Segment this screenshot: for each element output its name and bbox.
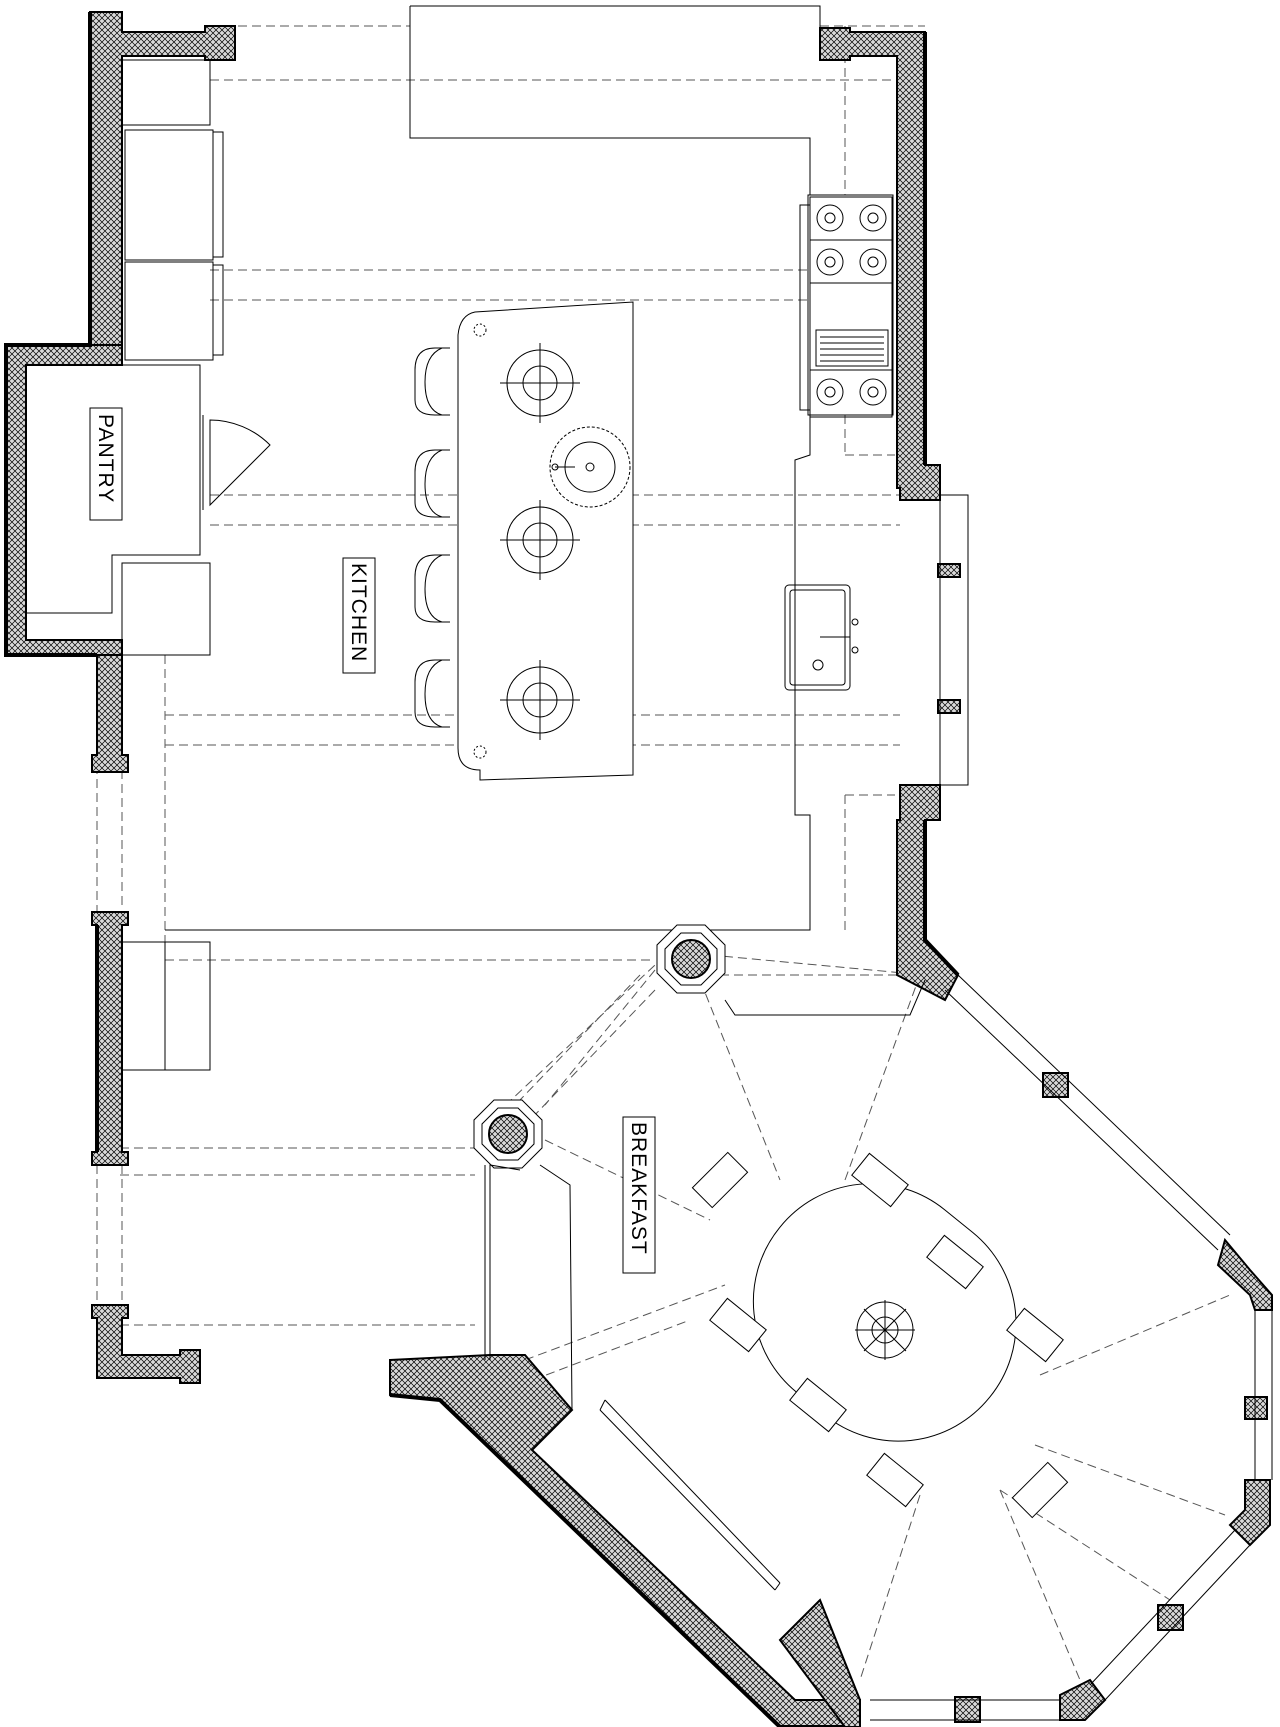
chandelier-icon xyxy=(855,1300,915,1360)
bar-stools xyxy=(414,347,450,728)
wall-east-pier-1 xyxy=(1216,1237,1273,1311)
exterior-walls xyxy=(5,11,1273,1727)
pantry-label: PANTRY xyxy=(94,414,117,503)
room-label-kitchen: KITCHEN xyxy=(342,557,376,674)
kitchen-cabinets xyxy=(26,28,894,1071)
prep-sink-icon xyxy=(549,426,631,508)
wall-south-pier-2 xyxy=(1059,1678,1107,1721)
room-label-breakfast: BREAKFAST xyxy=(622,1116,656,1274)
ceiling-beam-lines xyxy=(96,25,1231,1681)
wall-south-pier xyxy=(778,1598,861,1727)
wall-left-kitchen xyxy=(91,654,129,773)
burner-icon xyxy=(810,204,892,406)
wall-east-pier-2 xyxy=(1228,1479,1271,1547)
breakfast-label: BREAKFAST xyxy=(627,1122,650,1255)
wall-south-west xyxy=(389,1354,861,1727)
kitchen-island xyxy=(457,301,634,781)
octagonal-column-2 xyxy=(473,1099,543,1169)
window-mullions xyxy=(937,563,1268,1723)
breakfast-built-ins xyxy=(484,979,926,1591)
wall-outlines xyxy=(4,12,960,1727)
kitchen-label: KITCHEN xyxy=(347,563,370,662)
room-label-pantry: PANTRY xyxy=(89,407,123,521)
octagonal-column-1 xyxy=(656,924,726,994)
range-cooktop xyxy=(799,196,893,418)
windows xyxy=(409,5,1273,1721)
griddle-icon xyxy=(815,329,889,367)
wall-left-bottom xyxy=(91,1304,201,1384)
breakfast-chairs xyxy=(691,1151,1069,1519)
sink-icon xyxy=(784,584,859,691)
island-cooktop-burner-icon xyxy=(500,343,580,740)
wall-top-right xyxy=(819,27,941,501)
